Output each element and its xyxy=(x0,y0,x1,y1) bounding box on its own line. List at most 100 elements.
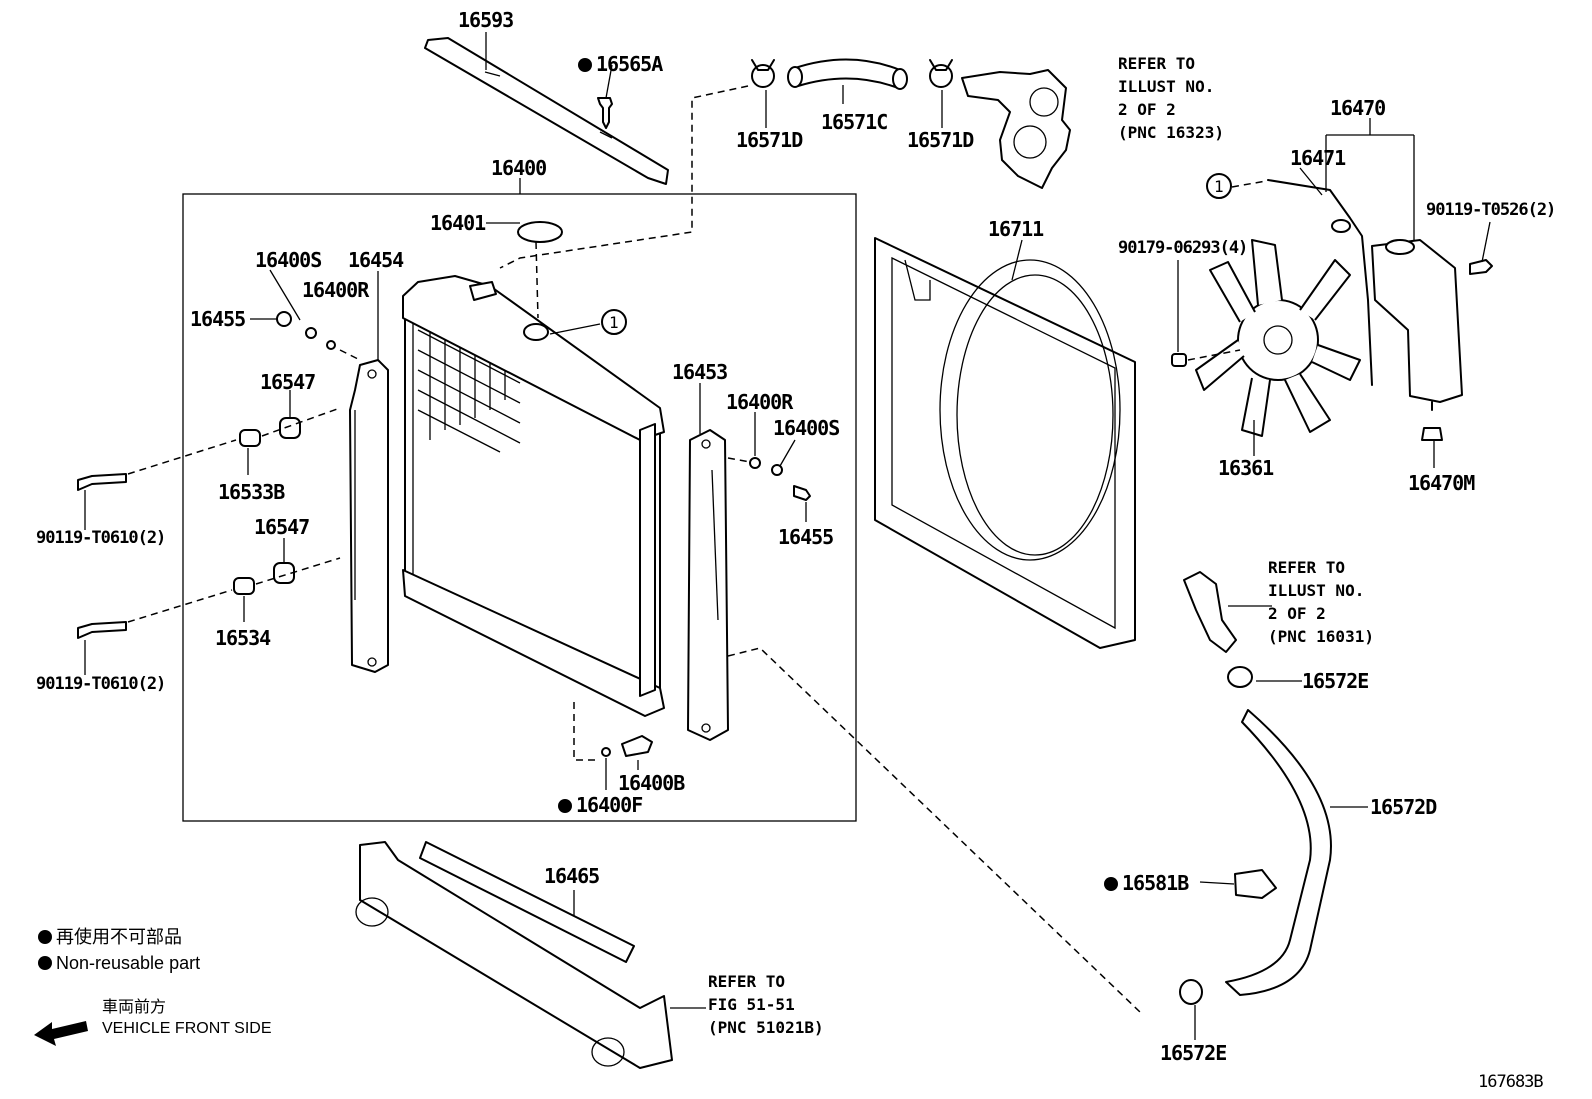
label-16571C: 16571C xyxy=(821,110,888,134)
ref-circle-b xyxy=(1206,173,1232,199)
water-inlet xyxy=(1183,571,1237,653)
label-90119-T0610-b: 90119-T0610(2) xyxy=(36,674,166,694)
grommet-16547-a xyxy=(279,417,301,439)
label-16454: 16454 xyxy=(348,248,404,272)
label-90119-T0610-a: 90119-T0610(2) xyxy=(36,528,166,548)
clamp-16572E-b xyxy=(1179,979,1203,1005)
hose-16571C xyxy=(794,58,901,89)
note-line: ILLUST NO. xyxy=(1118,77,1215,96)
legend-nonreusable-jp: 再使用不可部品 xyxy=(38,928,182,946)
support-16453 xyxy=(687,429,729,741)
note-refer-16031: REFER TO ILLUST NO. 2 OF 2 (PNC 16031) xyxy=(1268,556,1374,648)
legend-front-en: VEHICLE FRONT SIDE xyxy=(102,1020,272,1037)
label-16400F-text: 16400F xyxy=(576,793,643,817)
label-16581B-text: 16581B xyxy=(1122,871,1189,895)
note-line: REFER TO xyxy=(708,972,786,991)
drain-cock-16400B xyxy=(621,735,653,757)
note-line: REFER TO xyxy=(1268,558,1346,577)
nut-90179-06293 xyxy=(1171,353,1187,367)
label-16400F: 16400F xyxy=(558,793,643,817)
ref-circle-b-number: 1 xyxy=(1214,177,1224,196)
label-16572E-a: 16572E xyxy=(1302,669,1369,693)
label-16453: 16453 xyxy=(672,360,728,384)
ref-circle-a xyxy=(601,309,627,335)
legend-front-jp: 車両前方 xyxy=(102,999,167,1016)
label-16470: 16470 xyxy=(1330,96,1386,120)
figure-id: 167683B xyxy=(1478,1072,1544,1092)
bolt-90119-T0610-a xyxy=(77,473,127,491)
label-16547-a: 16547 xyxy=(260,370,316,394)
seal-strip-16593 xyxy=(424,37,669,185)
label-16471: 16471 xyxy=(1290,146,1346,170)
note-refer-51021B: REFER TO FIG 51-51 (PNC 51021B) xyxy=(708,970,824,1039)
note-line: ILLUST NO. xyxy=(1268,581,1365,600)
nonreusable-dot-icon xyxy=(38,927,56,947)
front-arrow-icon xyxy=(34,1021,88,1046)
nut-16400R-right xyxy=(749,457,761,469)
seal-16465 xyxy=(419,841,635,963)
note-refer-16323: REFER TO ILLUST NO. 2 OF 2 (PNC 16323) xyxy=(1118,52,1224,144)
bolt-16455-right xyxy=(793,485,811,501)
label-16401: 16401 xyxy=(430,211,486,235)
clamp-16572E-a xyxy=(1227,666,1253,688)
label-16565A-text: 16565A xyxy=(596,52,663,76)
collar-16534 xyxy=(233,577,255,595)
hose-16572D xyxy=(1225,709,1332,996)
clamp-16571D-a xyxy=(751,64,775,88)
water-outlet xyxy=(961,69,1071,189)
note-line: 2 OF 2 xyxy=(1118,100,1176,119)
upper-tank xyxy=(402,275,665,441)
clamp-16581B xyxy=(1234,869,1277,899)
support-16454 xyxy=(349,359,389,673)
label-16400S-b: 16400S xyxy=(773,416,840,440)
label-16400R-a: 16400R xyxy=(302,278,369,302)
label-16400: 16400 xyxy=(491,156,547,180)
label-16534: 16534 xyxy=(215,626,271,650)
collar-16533B xyxy=(239,429,261,447)
note-line: (PNC 16031) xyxy=(1268,627,1374,646)
legend-text: 再使用不可部品 xyxy=(56,927,182,947)
label-16572E-b: 16572E xyxy=(1160,1041,1227,1065)
bolt-16455-left xyxy=(276,311,292,327)
label-16572D: 16572D xyxy=(1370,795,1437,819)
note-line: REFER TO xyxy=(1118,54,1196,73)
bolt-90119-T0610-b xyxy=(77,621,127,639)
label-16533B: 16533B xyxy=(218,480,285,504)
label-16547-b: 16547 xyxy=(254,515,310,539)
assembly-box-16400 xyxy=(182,193,857,822)
clamp-16571D-b xyxy=(929,64,953,88)
label-16361: 16361 xyxy=(1218,456,1274,480)
label-90119-T0526: 90119-T0526(2) xyxy=(1426,200,1556,220)
note-line: (PNC 16323) xyxy=(1118,123,1224,142)
label-16470M: 16470M xyxy=(1408,471,1475,495)
bolt-90119-T0526 xyxy=(1469,259,1493,275)
label-16711: 16711 xyxy=(988,217,1044,241)
label-16571D-b: 16571D xyxy=(907,128,974,152)
label-16571D-a: 16571D xyxy=(736,128,803,152)
note-line: (PNC 51021B) xyxy=(708,1018,824,1037)
ref-circle-a-number: 1 xyxy=(609,313,619,332)
clip-16565A xyxy=(597,97,613,129)
lower-tank xyxy=(402,569,665,717)
legend-nonreusable-en: Non-reusable part xyxy=(38,954,200,972)
nonreusable-dot-icon xyxy=(1104,871,1122,895)
note-line: 2 OF 2 xyxy=(1268,604,1326,623)
label-16400S-a: 16400S xyxy=(255,248,322,272)
label-90179-06293: 90179-06293(4) xyxy=(1118,238,1248,258)
label-16465: 16465 xyxy=(544,864,600,888)
label-16593: 16593 xyxy=(458,8,514,32)
nonreusable-dot-icon xyxy=(578,52,596,76)
gasket-16400F xyxy=(601,747,611,757)
label-16400B: 16400B xyxy=(618,771,685,795)
cap-16470M xyxy=(1421,427,1443,441)
cooling-fan-16361 xyxy=(1195,239,1361,437)
label-16565A: 16565A xyxy=(578,52,663,76)
reservoir-16470 xyxy=(1371,239,1463,403)
label-16581B: 16581B xyxy=(1104,871,1189,895)
fan-shroud-16711 xyxy=(874,237,1136,649)
radiator-cap-16401 xyxy=(517,221,563,243)
nonreusable-dot-icon xyxy=(558,793,576,817)
hose-16471 xyxy=(1267,179,1373,386)
